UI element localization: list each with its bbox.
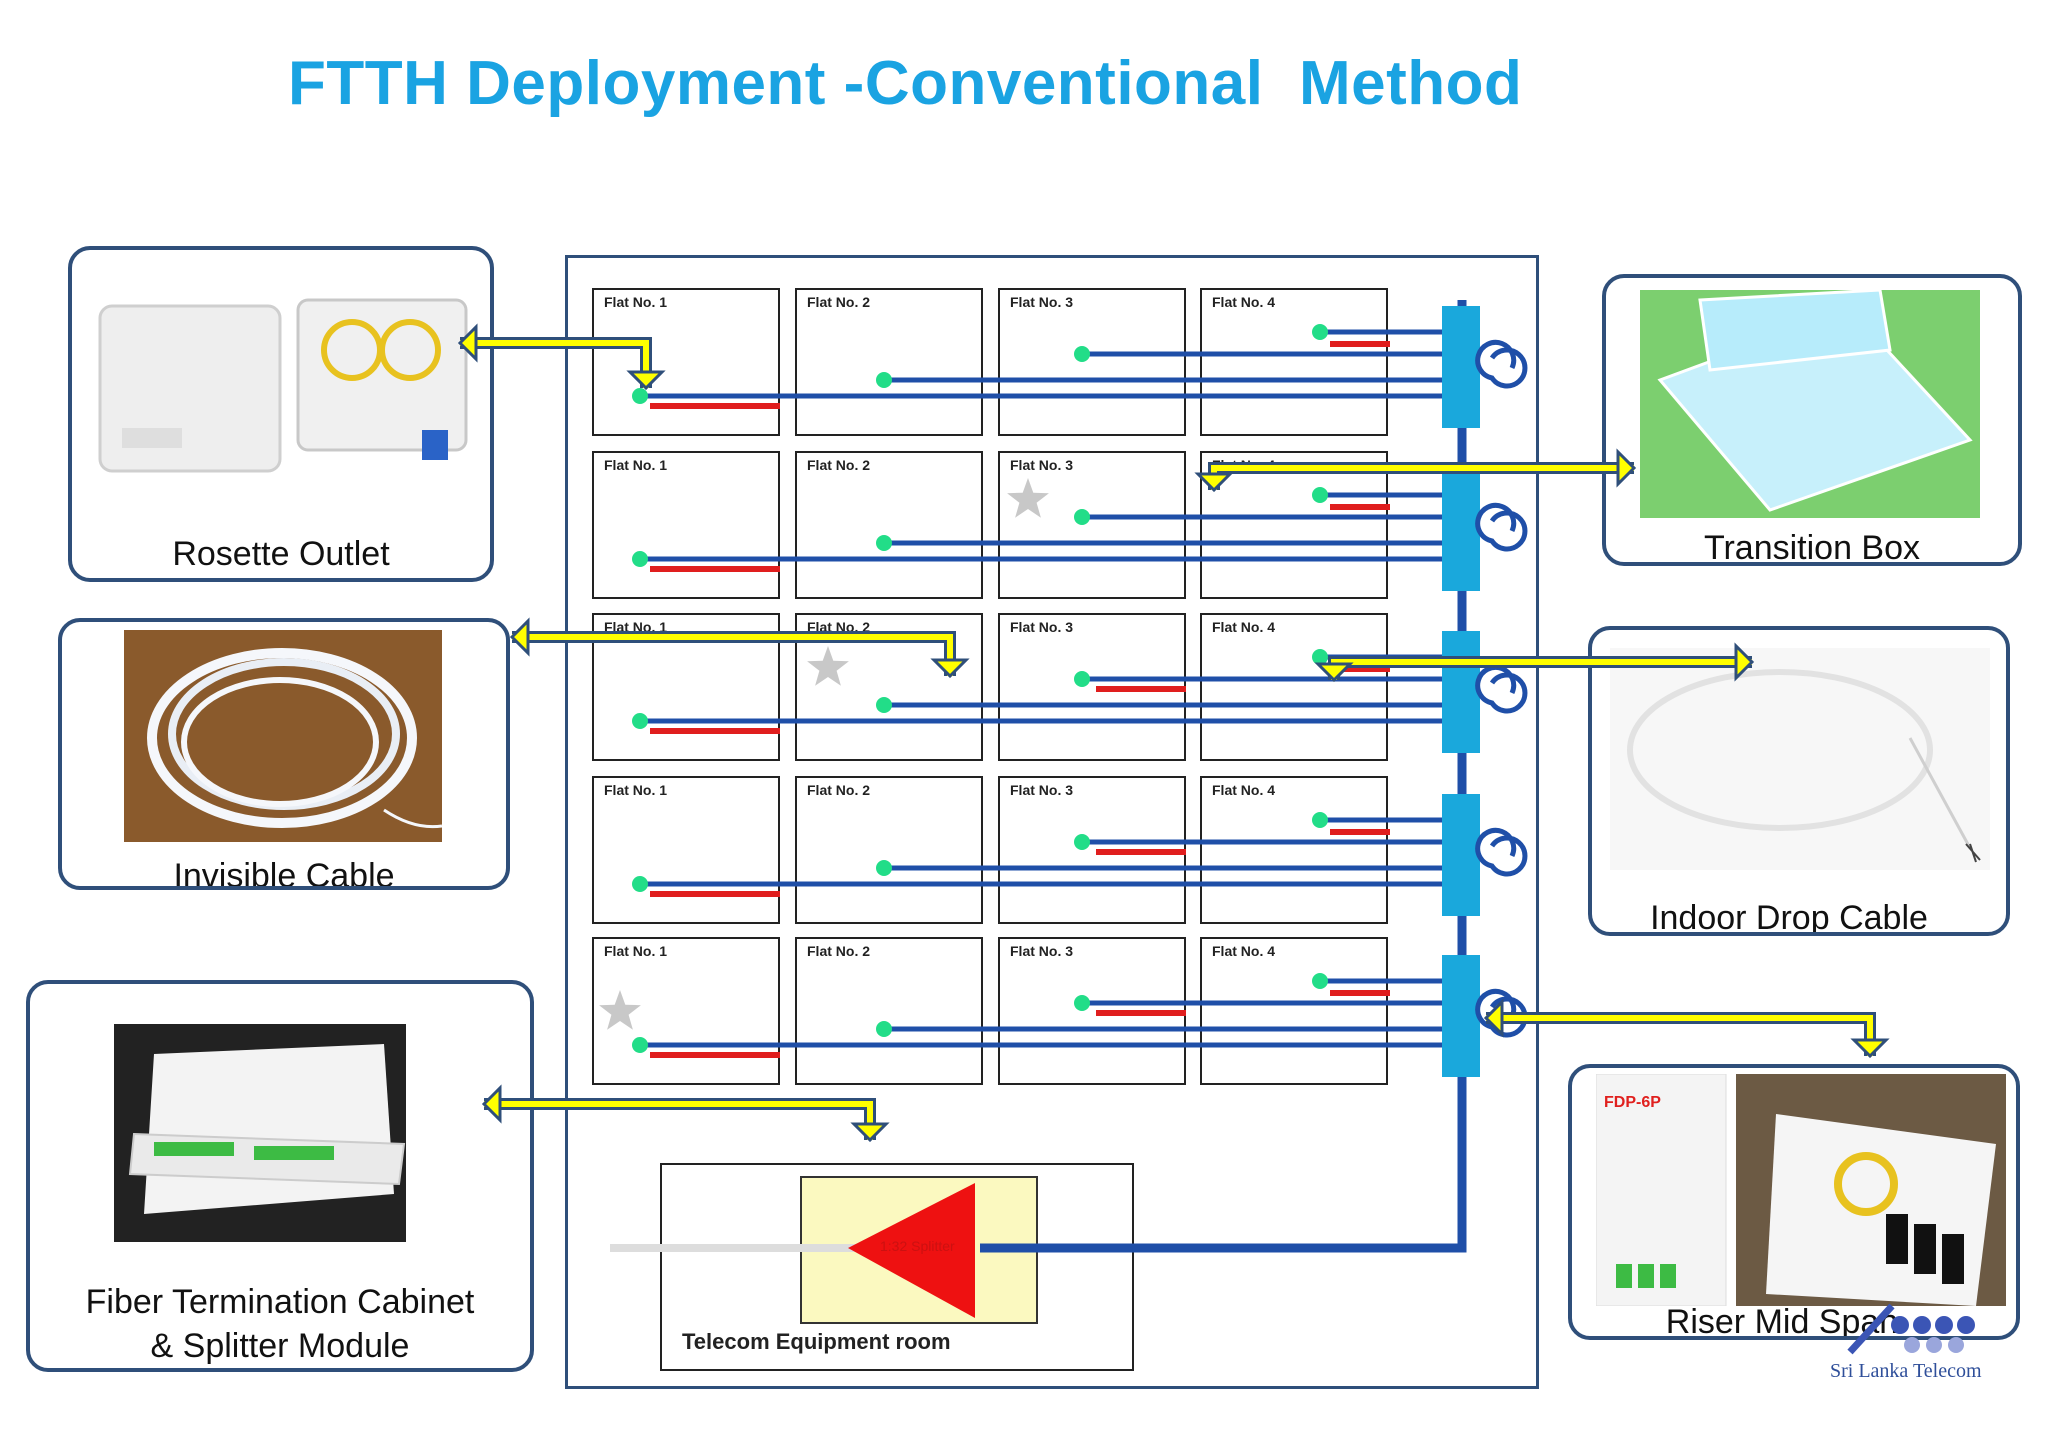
outlet-point bbox=[632, 713, 648, 729]
flat-label: Flat No. 2 bbox=[807, 943, 871, 959]
flat-box: Flat No. 3 bbox=[998, 451, 1186, 599]
callout-rosette-outlet: Rosette Outlet bbox=[68, 246, 494, 582]
flat-label: Flat No. 2 bbox=[807, 294, 871, 310]
outlet-point bbox=[632, 388, 648, 404]
outlet-point bbox=[632, 876, 648, 892]
outlet-point bbox=[632, 1037, 648, 1053]
star-icon bbox=[1007, 478, 1049, 518]
logo-dots-icon bbox=[1847, 1303, 1975, 1355]
slack-loop-icon bbox=[1475, 664, 1528, 714]
flat-label: Flat No. 3 bbox=[1010, 457, 1074, 473]
flat-label: Flat No. 1 bbox=[604, 782, 668, 798]
transition-box-marker bbox=[1442, 306, 1480, 428]
flat-box: Flat No. 3 bbox=[998, 288, 1186, 436]
slack-loop-icon bbox=[1475, 988, 1528, 1038]
outlet-point bbox=[1312, 649, 1328, 665]
outlet-point bbox=[1074, 834, 1090, 850]
callout-riser-mid-span: FDP-6P Riser Mid Span bbox=[1568, 1064, 2020, 1340]
callout-arrow bbox=[457, 323, 666, 391]
outlet-point bbox=[1074, 346, 1090, 362]
equipment-room-label: Telecom Equipment room bbox=[682, 1329, 951, 1354]
logo-text: Sri Lanka Telecom bbox=[1830, 1360, 1982, 1382]
outlet-point bbox=[1312, 487, 1328, 503]
flat-box: Flat No. 4 bbox=[1200, 451, 1388, 599]
callout-label: Riser Mid Span bbox=[1665, 1303, 1899, 1340]
slack-loop-icon bbox=[1475, 502, 1528, 552]
outlet-point bbox=[876, 697, 892, 713]
transition-box-photo bbox=[1640, 290, 1980, 518]
flat-label: Flat No. 2 bbox=[807, 457, 871, 473]
flat-box: Flat No. 4 bbox=[1200, 776, 1388, 924]
invisible-cable-photo bbox=[124, 630, 442, 842]
outlet-point bbox=[1074, 509, 1090, 525]
star-icon bbox=[599, 990, 641, 1030]
transition-box-marker bbox=[1442, 469, 1480, 591]
callout-arrow bbox=[1483, 998, 1890, 1059]
outlet-point bbox=[876, 860, 892, 876]
outlet-point bbox=[876, 372, 892, 388]
callout-invisible-cable: Invisible Cable bbox=[58, 618, 510, 890]
callout-arrow bbox=[481, 1084, 890, 1143]
flat-label: Flat No. 3 bbox=[1010, 782, 1074, 798]
callout-label: Fiber Termination Cabinet & Splitter Mod… bbox=[85, 1283, 475, 1366]
transition-box-marker bbox=[1442, 955, 1480, 1077]
callout-transition-box: Transition Box bbox=[1602, 274, 2022, 566]
flat-box: Flat No. 4 bbox=[1200, 288, 1388, 436]
flat-box: Flat No. 4 bbox=[1200, 937, 1388, 1085]
splitter-label: 1:32 Splitter bbox=[880, 1238, 955, 1254]
callout-fiber-termination-cabinet: Fiber Termination Cabinet & Splitter Mod… bbox=[26, 980, 534, 1372]
splitter-triangle bbox=[848, 1183, 975, 1318]
rosette-outlet-photo bbox=[92, 290, 472, 480]
callout-arrow bbox=[509, 617, 970, 679]
flat-label: Flat No. 2 bbox=[807, 782, 871, 798]
flat-label: Flat No. 1 bbox=[604, 457, 668, 473]
flat-box: Flat No. 3 bbox=[998, 937, 1186, 1085]
callout-arrow bbox=[1314, 642, 1755, 683]
transition-box-marker bbox=[1442, 631, 1480, 753]
fiber-termination-cabinet-photo bbox=[114, 1024, 406, 1242]
callout-indoor-drop-cable: Indoor Drop Cable bbox=[1588, 626, 2010, 936]
outlet-point bbox=[1074, 671, 1090, 687]
star-icon bbox=[807, 646, 849, 686]
flat-label: Flat No. 3 bbox=[1010, 943, 1074, 959]
callout-label: Invisible Cable bbox=[173, 857, 395, 890]
flat-box: Flat No. 2 bbox=[795, 776, 983, 924]
flat-label: Flat No. 1 bbox=[604, 294, 668, 310]
flat-box: Flat No. 2 bbox=[795, 451, 983, 599]
indoor-drop-cable-photo bbox=[1610, 648, 1990, 870]
page-title: FTTH Deployment -Conventional Method bbox=[288, 49, 1523, 118]
outlet-point bbox=[632, 551, 648, 567]
flat-label: Flat No. 4 bbox=[1212, 782, 1276, 798]
outlet-point bbox=[1312, 973, 1328, 989]
callout-label: Indoor Drop Cable bbox=[1650, 899, 1928, 936]
flat-box: Flat No. 2 bbox=[795, 937, 983, 1085]
callout-label: Transition Box bbox=[1703, 529, 1921, 566]
flat-box: Flat No. 2 bbox=[795, 288, 983, 436]
flat-box: Flat No. 1 bbox=[592, 776, 780, 924]
callout-arrow bbox=[1194, 448, 1637, 493]
flat-label: Flat No. 1 bbox=[604, 943, 668, 959]
outlet-point bbox=[1312, 812, 1328, 828]
outlet-point bbox=[1074, 995, 1090, 1011]
flat-box: Flat No. 1 bbox=[592, 451, 780, 599]
outlet-point bbox=[1312, 324, 1328, 340]
slack-loop-icon bbox=[1475, 339, 1528, 389]
flat-label: Flat No. 4 bbox=[1212, 294, 1276, 310]
flat-box: Flat No. 4 bbox=[1200, 613, 1388, 761]
flat-label: Flat No. 4 bbox=[1212, 619, 1276, 635]
flat-box: Flat No. 1 bbox=[592, 288, 780, 436]
slack-loop-icon bbox=[1475, 827, 1528, 877]
flat-label: Flat No. 4 bbox=[1212, 943, 1276, 959]
feeder-cable bbox=[980, 1243, 1467, 1253]
flat-label: Flat No. 3 bbox=[1010, 619, 1074, 635]
outlet-point bbox=[876, 1021, 892, 1037]
transition-box-marker bbox=[1442, 794, 1480, 916]
flat-label: Flat No. 3 bbox=[1010, 294, 1074, 310]
riser-mid-span-photo: FDP-6P bbox=[1596, 1074, 2006, 1306]
fdp-label: FDP-6P bbox=[1604, 1094, 1661, 1111]
outlet-point bbox=[876, 535, 892, 551]
callout-label: Rosette Outlet bbox=[172, 535, 390, 573]
